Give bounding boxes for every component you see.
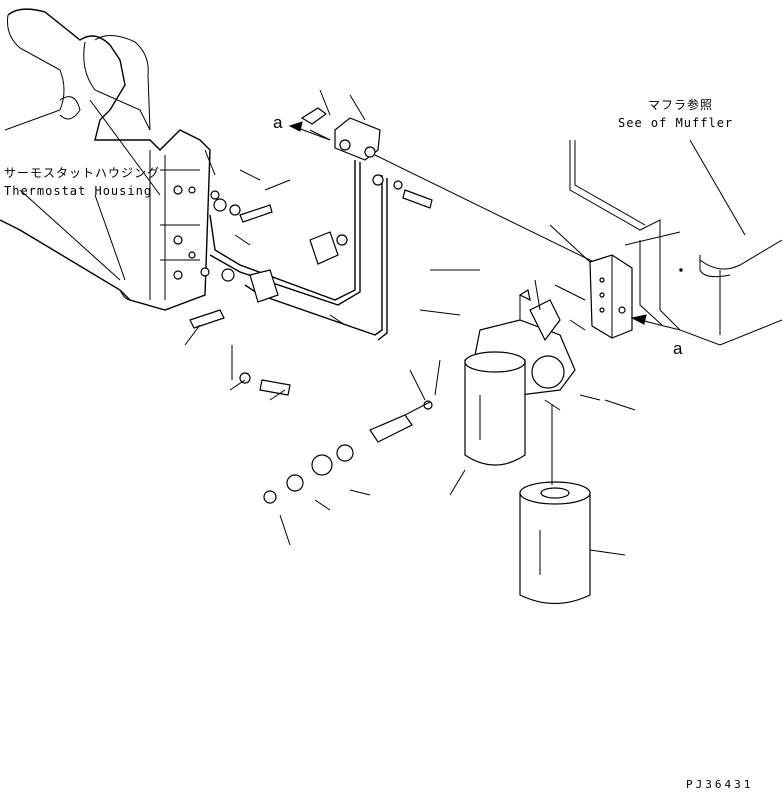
- muffler-bracket-drawing: [589, 254, 633, 339]
- reference-a-top: a: [273, 113, 283, 132]
- muffler-en-label: See of Muffler: [618, 116, 734, 130]
- filter-bottom-drawing: [519, 405, 591, 604]
- filter-left-drawing: [464, 351, 526, 466]
- drawing-code: PJ36431: [686, 778, 754, 791]
- thermostat-housing-drawing: [0, 8, 211, 311]
- thermostat-housing-jp-label: サーモスタットハウジング: [4, 166, 161, 180]
- muffler-jp-label: マフラ参照: [648, 98, 714, 112]
- thermostat-housing-en-label: Thermostat Housing: [4, 184, 153, 198]
- reference-a-right: a: [673, 339, 683, 358]
- muffler-outline-drawing: [569, 140, 782, 346]
